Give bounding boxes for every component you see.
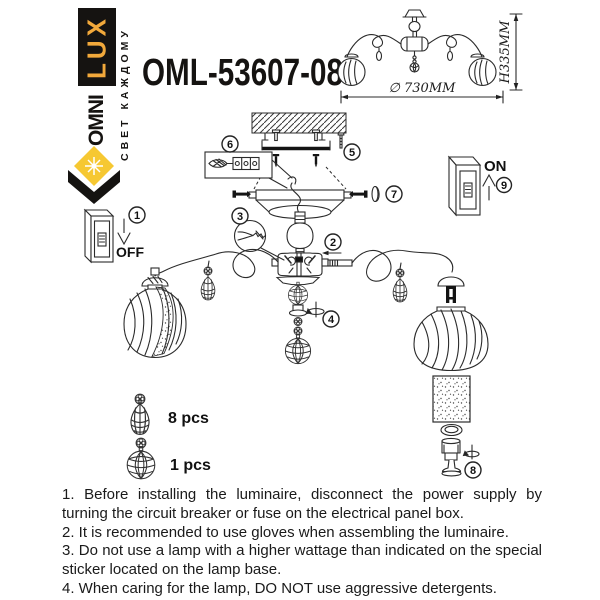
svg-text:5: 5	[349, 147, 355, 159]
callout-6-badge: 6	[221, 135, 239, 153]
svg-text:2: 2	[330, 237, 336, 249]
hub	[271, 252, 329, 277]
callout-2-badge: 2	[324, 233, 342, 251]
assembly-diagram: 5 6	[83, 112, 513, 480]
legend-ball-qty: 1 pcs	[170, 457, 211, 474]
canopy-side-screw-left	[232, 190, 251, 198]
instruction-item: 1. Before installing the luminaire, disc…	[62, 486, 542, 522]
instruction-item: 4. When caring for the lamp, DO NOT use …	[62, 579, 497, 597]
diameter-label: ∅ 730MM	[389, 81, 457, 96]
finial-cap	[288, 304, 308, 317]
page-title-model: OML-53607-08	[142, 52, 343, 94]
finial-beads	[293, 317, 303, 336]
callout-4-rotate-arrow	[305, 301, 325, 318]
brand-logo-lux-box: LUX	[78, 8, 116, 86]
right-lamp-socket	[446, 286, 456, 303]
callout-9-badge: 9	[495, 176, 513, 194]
right-socket-cap	[437, 276, 465, 303]
left-shade-holder	[141, 267, 169, 287]
overview-drawing: ∅ 730MM H335MM	[337, 9, 523, 104]
legend-ball-icon	[126, 437, 156, 480]
socket-sleeve	[441, 437, 461, 461]
height-label: H335MM	[498, 20, 513, 84]
callout-2-arrow	[322, 250, 342, 256]
finial-crystal-ball	[284, 333, 312, 365]
svg-text:6: 6	[227, 139, 233, 151]
ceiling-hatch	[251, 112, 347, 141]
svg-text:1: 1	[134, 210, 140, 222]
wire-splice-detail	[233, 219, 285, 261]
svg-text:3: 3	[237, 211, 243, 223]
callout-7-badge: 7	[385, 185, 403, 203]
dimension-height: H335MM	[498, 13, 523, 91]
column-ball	[286, 222, 314, 250]
canopy-cap-nut	[371, 185, 380, 203]
legend-drop-qty: 8 pcs	[168, 410, 209, 427]
callout-5-badge: 5	[343, 143, 361, 161]
right-arm	[351, 249, 454, 282]
callout-4-badge: 4	[322, 310, 340, 328]
svg-text:8: 8	[470, 465, 476, 477]
left-crystal-pendant	[200, 260, 216, 301]
on-label: ON	[484, 158, 507, 175]
overview-chandelier	[337, 9, 497, 87]
off-label: OFF	[116, 244, 144, 260]
off-switch	[83, 208, 115, 264]
svg-text:7: 7	[391, 189, 397, 201]
right-shade	[413, 306, 489, 372]
hub-crystal-ball	[288, 281, 308, 305]
legend-drop-icon	[130, 393, 150, 435]
brand-logo-lux: LUX	[81, 15, 112, 79]
right-crystal-pendant	[392, 262, 408, 303]
canopy-side-screw-right	[349, 190, 368, 198]
brand-diamond-icon	[68, 146, 120, 204]
terminal-block-icon	[208, 156, 260, 171]
off-arrow-icon	[117, 218, 131, 246]
on-switch	[447, 155, 482, 217]
callout-3-badge: 3	[231, 207, 249, 225]
callout-8-badge: 8	[464, 461, 482, 479]
canopy-screw	[272, 154, 320, 168]
left-arm	[154, 248, 279, 279]
instruction-item: 3. Do not use a lamp with a higher watta…	[62, 542, 542, 579]
instruction-item: 2. It is recommended to use gloves when …	[62, 523, 509, 541]
dimension-diameter: ∅ 730MM	[340, 81, 504, 104]
loose-screw	[337, 132, 345, 149]
svg-text:9: 9	[501, 180, 507, 192]
glass-panel	[432, 375, 471, 423]
terminal-detail-box	[204, 151, 293, 189]
left-shade	[123, 284, 187, 359]
instructions-block: 1. Before installing the luminaire, disc…	[62, 486, 542, 599]
column	[286, 211, 314, 256]
on-arrow-icon	[482, 173, 496, 201]
socket-stand	[441, 459, 462, 477]
ceiling-anchor	[261, 132, 326, 141]
callout-8-rotate-arrow	[462, 444, 480, 460]
trim-ring	[440, 423, 463, 437]
arm-thread-rod	[327, 259, 353, 267]
bracket-screw	[271, 129, 321, 142]
callout-1-badge: 1	[128, 206, 146, 224]
svg-text:4: 4	[328, 314, 335, 326]
hub-plate	[275, 276, 321, 286]
